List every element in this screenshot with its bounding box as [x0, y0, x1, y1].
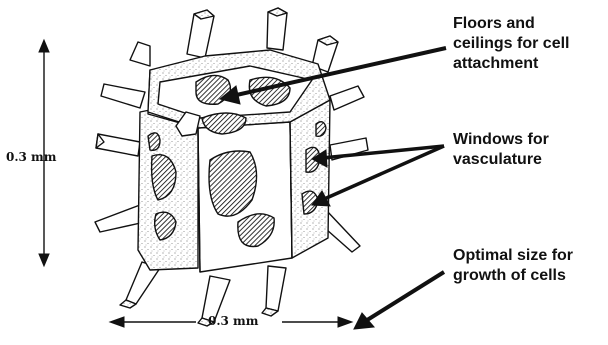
floors-line-3: attachment [453, 54, 569, 74]
size-callout: Optimal size for growth of cells [453, 246, 573, 286]
windows-callout: Windows for vasculature [453, 130, 549, 170]
size-arrow [364, 272, 444, 322]
floors-callout: Floors and ceilings for cell attachment [453, 14, 569, 74]
horizontal-dimension-label: 0.3 mm [208, 314, 258, 328]
size-line-1: Optimal size for [453, 246, 573, 266]
floors-line-1: Floors and [453, 14, 569, 34]
floors-line-2: ceilings for cell [453, 34, 569, 54]
left-spikes [95, 84, 145, 232]
left-window-upper [148, 133, 160, 150]
size-line-2: growth of cells [453, 266, 573, 286]
vertical-dimension-label: 0.3 mm [6, 150, 56, 164]
windows-line-1: Windows for [453, 130, 549, 150]
windows-line-2: vasculature [453, 150, 549, 170]
